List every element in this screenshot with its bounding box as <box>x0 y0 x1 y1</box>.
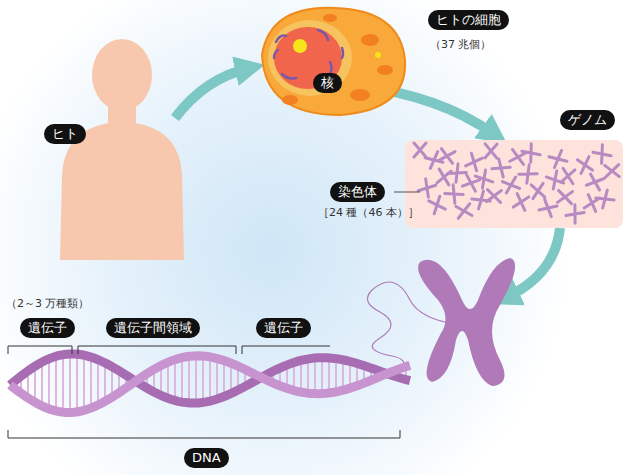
label-pill: 核 <box>313 73 342 93</box>
chromosome <box>418 258 515 386</box>
label-text: 遺伝子 <box>264 320 303 335</box>
label-pill: 遺伝子間領域 <box>106 318 200 338</box>
note-text: （2～3 万種類） <box>6 297 90 311</box>
label-pill: ゲノム <box>560 110 615 130</box>
label-pill: 遺伝子 <box>20 318 75 338</box>
dna-strand <box>368 282 463 372</box>
genome-panel <box>405 140 623 228</box>
label-text: ゲノム <box>568 112 607 127</box>
label-text: ヒトの細胞 <box>436 12 501 27</box>
dna-helix <box>10 354 410 412</box>
bracket <box>8 346 400 438</box>
label-pill: ヒトの細胞 <box>428 10 509 30</box>
label-text: 遺伝子 <box>28 320 67 335</box>
label-pill: 染色体 <box>330 182 385 202</box>
label-pill: ヒト <box>44 124 86 144</box>
label-text: 核 <box>321 75 334 90</box>
leader-line <box>394 192 420 193</box>
flow-arrow <box>175 68 250 118</box>
label-pill: DNA <box>184 448 229 468</box>
cell-illustration <box>262 8 405 115</box>
chromosome-set <box>414 143 619 223</box>
label-pill: 遺伝子 <box>256 318 311 338</box>
label-text: 遺伝子間領域 <box>114 320 192 335</box>
note-text: ［24 種（46 本）］ <box>318 206 419 220</box>
note-text: （37 兆個） <box>430 38 492 52</box>
label-text: 染色体 <box>338 184 377 199</box>
label-text: ヒト <box>52 126 78 141</box>
label-text: DNA <box>192 450 221 465</box>
human-figure <box>60 39 184 260</box>
